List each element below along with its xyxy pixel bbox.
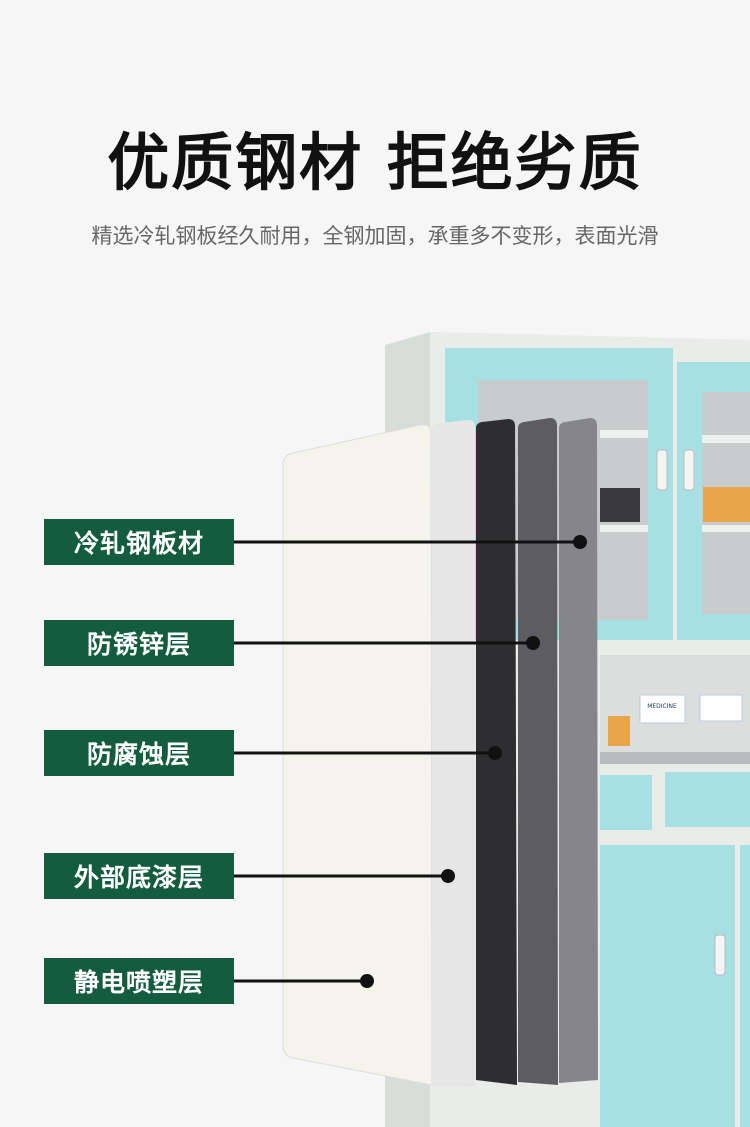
medicine-box-text: MEDICINE (647, 703, 677, 710)
layer-label-primer: 外部底漆层 (44, 853, 234, 899)
layer-panel-steel (559, 418, 598, 1083)
layer-panel-spray (282, 424, 433, 1086)
leader-lines (234, 535, 587, 988)
layer-panel-zinc (518, 418, 558, 1085)
page-title: 优质钢材 拒绝劣质 (107, 126, 643, 199)
layer-label-anticorrosion: 防腐蚀层 (44, 730, 234, 776)
page-subtitle: 精选冷轧钢板经久耐用，全钢加固，承重多不变形，表面光滑 (91, 224, 659, 248)
layer-label-zinc: 防锈锌层 (44, 620, 234, 666)
layer-label-powder-coating: 静电喷塑层 (44, 958, 234, 1004)
layer-label-cold-rolled-steel: 冷轧钢板材 (44, 519, 234, 565)
steel-layers (282, 418, 598, 1087)
